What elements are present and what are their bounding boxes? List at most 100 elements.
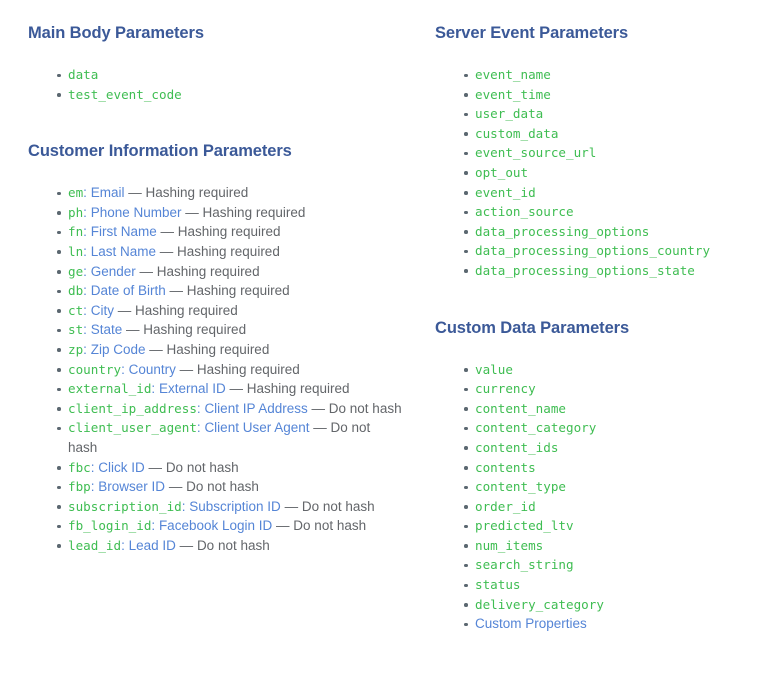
parameter-code: client_user_agent [68,420,197,436]
parameter-link[interactable]: : Lead ID [121,538,176,553]
parameter-link[interactable]: : Gender [83,264,136,279]
right-column: Server Event Parameters event_name event_t… [435,22,747,634]
parameter-link[interactable]: : Last Name [83,244,156,259]
parameter-code: predicted_ltv [475,518,574,534]
parameter-code: num_items [475,537,544,553]
list-item: fbp: Browser ID — Do not hash [28,477,403,497]
parameter-code: value [475,361,513,377]
parameter-link[interactable]: : First Name [83,224,157,239]
hashing-note: Do not hash [293,518,367,534]
parameter-link[interactable]: : City [83,303,114,318]
list-item: search_string [435,555,747,575]
parameter-code: event_name [475,67,551,82]
parameter-link-label: Zip Code [90,341,146,357]
section-title: Custom Data Parameters [435,318,630,337]
parameter-separator: : [196,420,201,436]
list-item: value [435,360,747,380]
list-item: em: Email — Hashing required [28,183,403,203]
parameter-link[interactable]: Custom Properties [475,616,587,631]
parameter-code: subscription_id [68,498,182,514]
list-item: user_data [435,104,747,124]
list-item: fn: First Name — Hashing required [28,222,403,242]
parameter-code: content_name [475,400,566,416]
parameter-link-label: Browser ID [98,479,166,495]
parameter-code: country [68,361,122,377]
parameter-separator: : [196,400,201,416]
parameter-code: em [68,185,84,201]
em-dash: — [179,361,194,377]
em-dash: — [160,224,174,240]
hashing-note: Do not hash [68,420,371,455]
list-item: country: Country — Hashing required [28,360,403,380]
parameter-link-label: Date of Birth [90,283,166,299]
section-title: Server Event Parameters [435,24,629,42]
parameter-separator: : [181,498,186,514]
parameter-code: event_time [475,86,551,102]
em-dash: — [313,420,327,436]
list-item: fbc: Click ID — Do not hash [28,458,403,478]
parameter-link[interactable]: : Phone Number [83,205,181,220]
parameter-list: value currency content_name content_categor… [435,360,747,634]
hashing-note: Hashing required [134,302,238,318]
list-item: event_id [435,183,747,203]
parameter-separator: : [83,204,87,220]
parameter-link[interactable]: : Browser ID [91,479,165,494]
parameter-link[interactable]: : Date of Birth [83,283,166,298]
em-dash: — [169,283,184,299]
parameter-link-label: First Name [90,224,157,240]
list-item: data_processing_options_country [435,241,747,261]
em-dash: — [159,243,174,259]
list-item: delivery_category [435,595,747,615]
parameter-link[interactable]: : Client IP Address [197,401,308,416]
parameter-separator: : [90,479,95,495]
parameter-link[interactable]: : Click ID [91,460,145,475]
parameter-link-label: Custom Properties [475,616,587,632]
parameter-code: content_category [475,420,597,436]
parameter-code: order_id [475,498,536,514]
list-item: custom_data [435,124,747,144]
parameter-code: custom_data [475,125,559,141]
parameter-separator: : [83,263,87,279]
parameter-code: data [68,67,99,82]
parameter-code: data_processing_options_country [475,243,711,259]
list-item: ge: Gender — Hashing required [28,262,403,282]
parameter-separator: : [121,361,125,377]
parameter-code: ct [68,302,84,318]
hashing-note: Hashing required [196,361,300,377]
parameter-code: ge [68,263,84,279]
em-dash: — [139,263,154,279]
parameter-link[interactable]: : Zip Code [83,342,145,357]
list-item: predicted_ltv [435,516,747,536]
list-item: event_time [435,85,747,105]
hashing-note: Hashing required [156,263,260,279]
list-item: status [435,575,747,595]
parameter-code: contents [475,459,536,475]
hashing-note: Do not hash [301,498,375,514]
parameter-code: currency [475,381,536,397]
parameter-code: event_id [475,184,536,200]
parameter-separator: : [83,224,87,240]
parameter-separator: : [83,341,87,357]
em-dash: — [117,302,132,318]
hashing-note: Do not hash [186,479,259,495]
parameter-link[interactable]: : Country [121,362,176,377]
parameter-link[interactable]: : State [83,322,122,337]
hashing-note: Do not hash [196,537,270,553]
parameter-link[interactable]: : Client User Agent [197,420,310,435]
parameter-link[interactable]: : Email [83,185,124,200]
parameter-code: user_data [475,106,544,122]
parameter-link[interactable]: : Subscription ID [182,499,281,514]
parameter-link[interactable]: : Facebook Login ID [151,518,272,533]
list-item: zp: Zip Code — Hashing required [28,340,403,360]
list-item: currency [435,379,747,399]
list-item: content_type [435,477,747,497]
hashing-note: Hashing required [177,243,280,259]
hashing-note: Hashing required [166,341,270,357]
parameter-separator: : [121,537,125,553]
parameter-code: fb_login_id [68,518,152,534]
parameter-link[interactable]: : External ID [151,381,225,396]
parameter-link-label: Phone Number [90,204,182,220]
